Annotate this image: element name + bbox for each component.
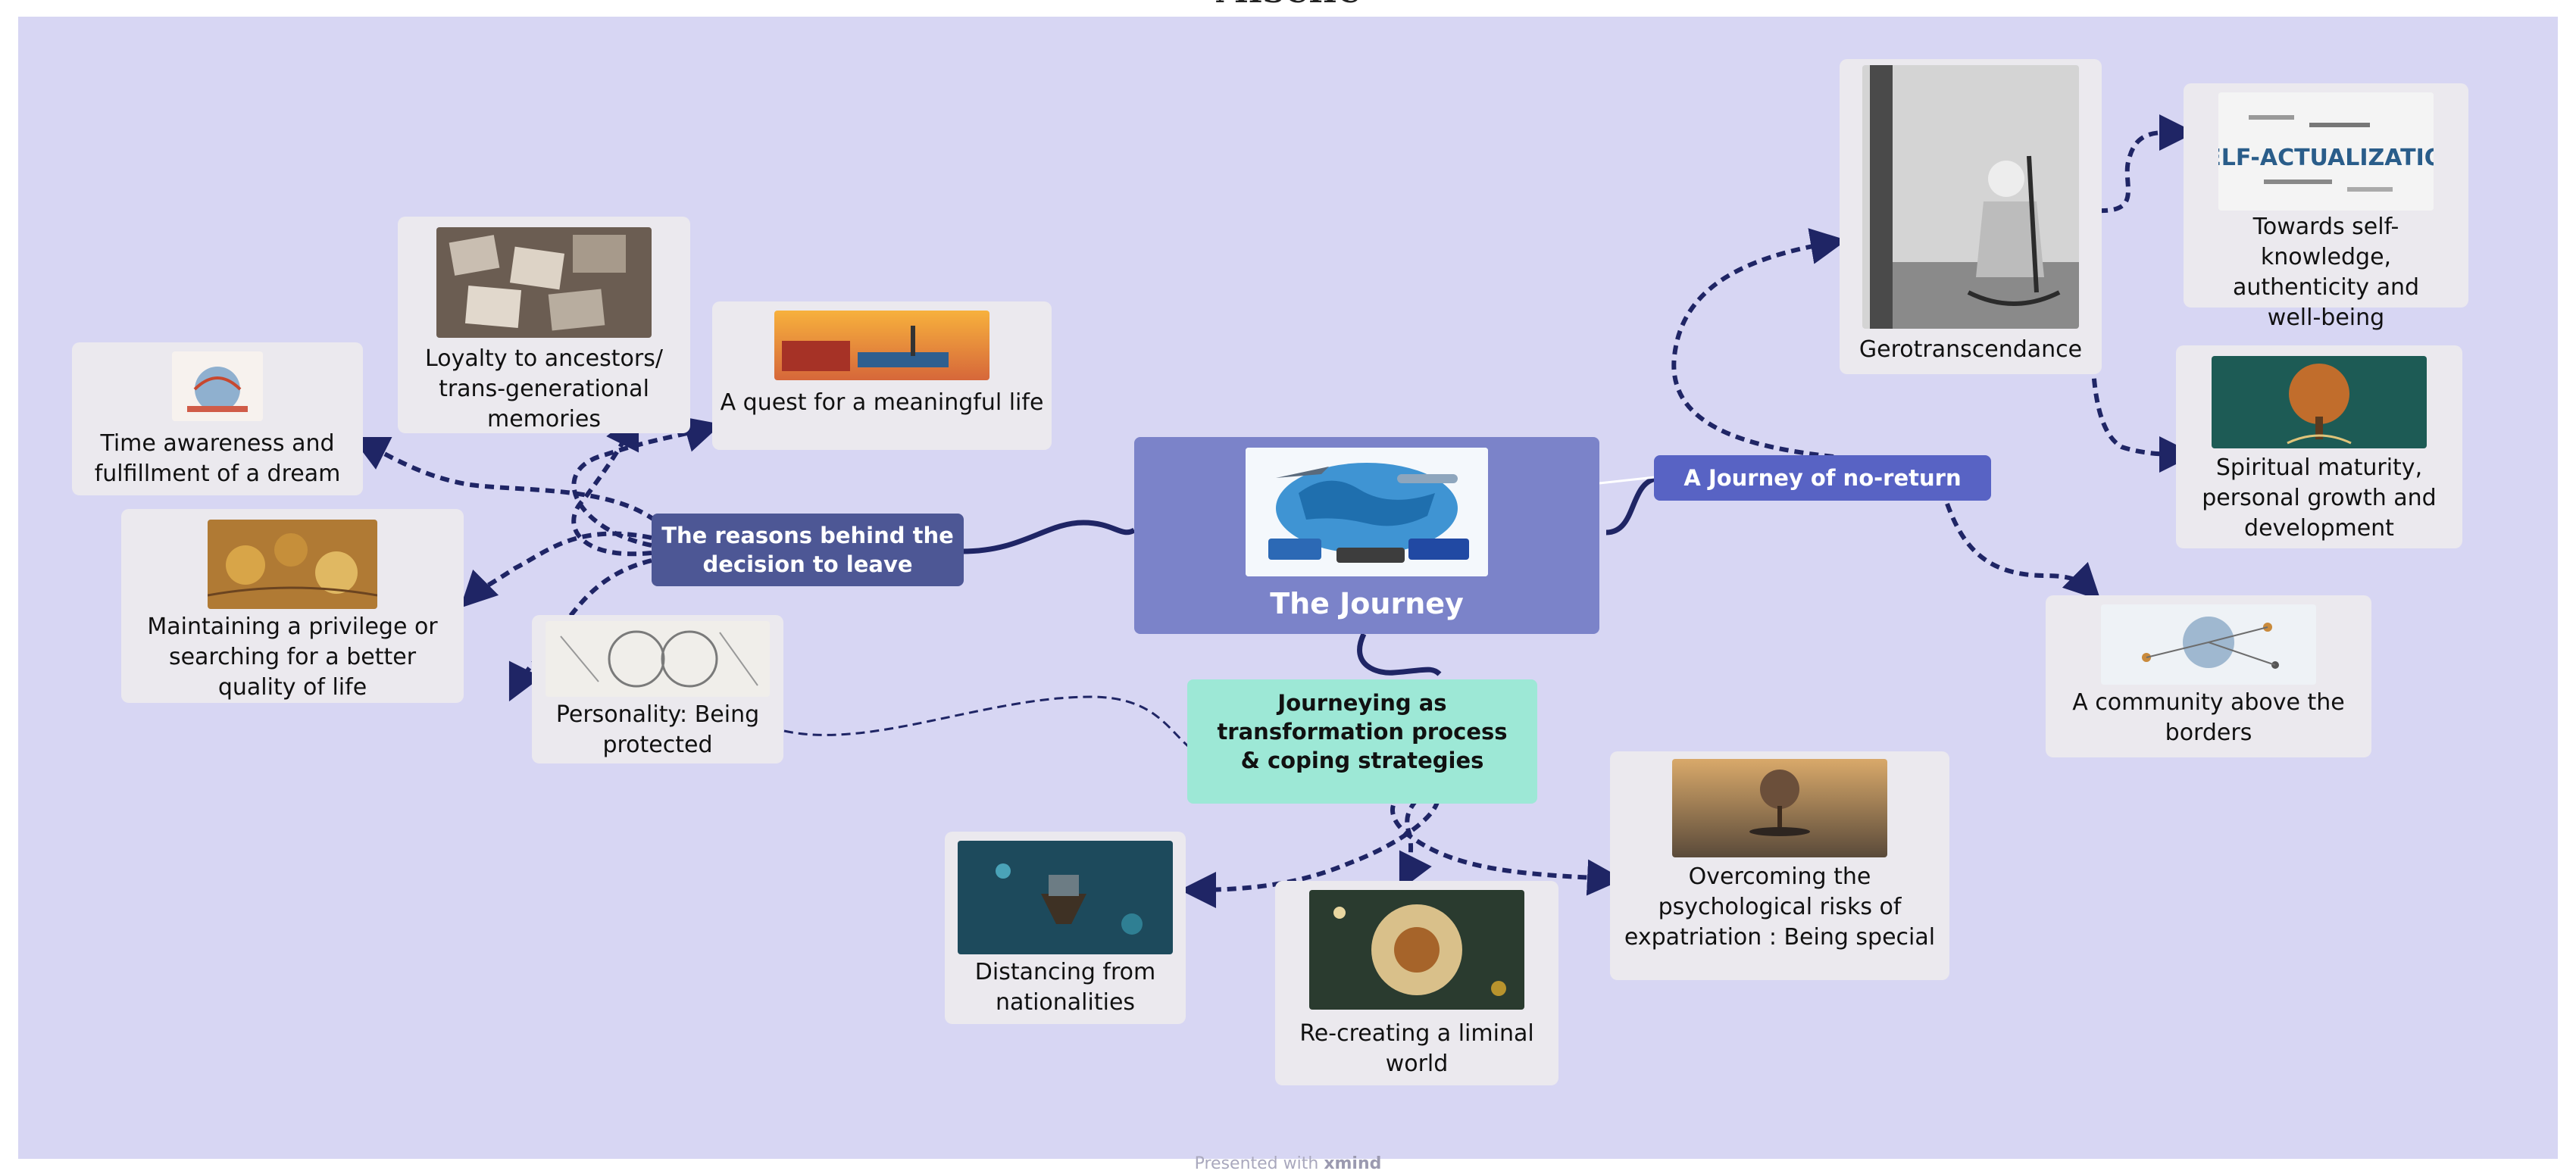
node-distancing-label: Distancing from nationalities — [974, 959, 1156, 1016]
node-quest-label: A quest for a meaningful life — [720, 389, 1044, 416]
branch-transformation[interactable]: Journeying as transformation process & c… — [1187, 679, 1537, 804]
sketch-faces-image — [546, 621, 770, 697]
node-loyalty-label: Loyalty to ancestors/ trans-generational… — [425, 345, 663, 432]
node-gerotranscendance[interactable]: Gerotranscendance — [1840, 59, 2102, 374]
central-topic-label: The Journey — [1270, 587, 1464, 620]
old-photographs-image — [436, 227, 652, 338]
node-community[interactable]: A community above the borders — [2046, 595, 2371, 757]
reflective-tree-image — [1672, 759, 1887, 857]
tree-of-life-image — [2212, 356, 2427, 448]
elderly-rocking-chair-image — [1862, 65, 2079, 329]
footer-prefix: Presented with — [1194, 1154, 1319, 1173]
node-loyalty[interactable]: Loyalty to ancestors/ trans-generational… — [398, 217, 690, 433]
connector-reasons-personality — [508, 558, 652, 702]
network-globe-image — [2101, 604, 2316, 685]
node-time-awareness-label: Time awareness and fulfillment of a drea… — [94, 430, 341, 487]
connector-gero-spiritual — [2090, 226, 2196, 473]
connector-gero-self — [2098, 114, 2196, 214]
connector-trans-distancing — [1180, 785, 1440, 908]
connector-noreturn-community — [1945, 502, 2101, 601]
node-recreating-label: Re-creating a liminal world — [1299, 1020, 1534, 1077]
footer-presented-with: Presented with xmind — [0, 1154, 2576, 1173]
branch-no-return-label: A Journey of no-return — [1683, 465, 1962, 491]
branch-reasons-label: The reasons behind the decision to leave — [661, 523, 954, 577]
world-map-transport-image — [1246, 448, 1488, 576]
node-recreating[interactable]: Re-creating a liminal world — [1275, 881, 1558, 1085]
node-community-label: A community above the borders — [2072, 689, 2345, 746]
liminal-world-image — [1309, 890, 1524, 1010]
connector-reasons-privilege — [460, 531, 652, 608]
slide-title-fragment: MISCIIC — [1167, 0, 1409, 14]
node-self-actualization-label: Towards self-knowledge, authenticity and… — [2232, 214, 2420, 331]
connector-center-reasons — [961, 520, 1136, 554]
branch-transformation-label: Journeying as transformation process & c… — [1217, 690, 1508, 773]
self-actualization-wordcloud-image: SELF-ACTUALIZATION — [2218, 92, 2434, 211]
node-distancing[interactable]: Distancing from nationalities — [945, 832, 1186, 1024]
connector-reasons-quest — [571, 417, 722, 548]
footer-brand: xmind — [1324, 1154, 1382, 1173]
connector-center-noreturn — [1605, 476, 1657, 535]
node-personality[interactable]: Personality: Being protected — [532, 615, 783, 763]
cargo-port-image — [774, 311, 989, 380]
connector-center-transformation — [1357, 632, 1442, 676]
branch-no-return[interactable]: A Journey of no-return — [1654, 455, 1991, 501]
connector-noreturn-gero — [1671, 228, 1847, 459]
node-quest[interactable]: A quest for a meaningful life — [712, 301, 1052, 450]
wordcloud-title: SELF-ACTUALIZATION — [2218, 145, 2434, 171]
central-topic-the-journey[interactable]: The Journey — [1134, 437, 1599, 634]
node-privilege-label: Maintaining a privilege or searching for… — [147, 614, 438, 701]
node-overcoming-label: Overcoming the psychological risks of ex… — [1624, 863, 1936, 951]
connector-reasons-time — [351, 436, 669, 532]
node-privilege[interactable]: Maintaining a privilege or searching for… — [121, 509, 464, 703]
node-time-awareness[interactable]: Time awareness and fulfillment of a drea… — [72, 342, 363, 495]
floating-island-image — [958, 841, 1173, 954]
branch-reasons[interactable]: The reasons behind the decision to leave — [652, 514, 964, 586]
node-self-actualization[interactable]: SELF-ACTUALIZATION Towards self-knowledg… — [2184, 83, 2468, 331]
node-overcoming[interactable]: Overcoming the psychological risks of ex… — [1610, 751, 1949, 980]
node-spiritual-maturity[interactable]: Spiritual maturity, personal growth and … — [2176, 345, 2462, 548]
globe-travel-image — [172, 351, 263, 421]
node-personality-label: Personality: Being protected — [555, 701, 760, 758]
node-spiritual-maturity-label: Spiritual maturity, personal growth and … — [2202, 454, 2437, 542]
connector-personality-transformation — [783, 695, 1189, 748]
coins-map-image — [208, 520, 377, 609]
node-gerotranscendance-label: Gerotranscendance — [1859, 336, 2083, 363]
